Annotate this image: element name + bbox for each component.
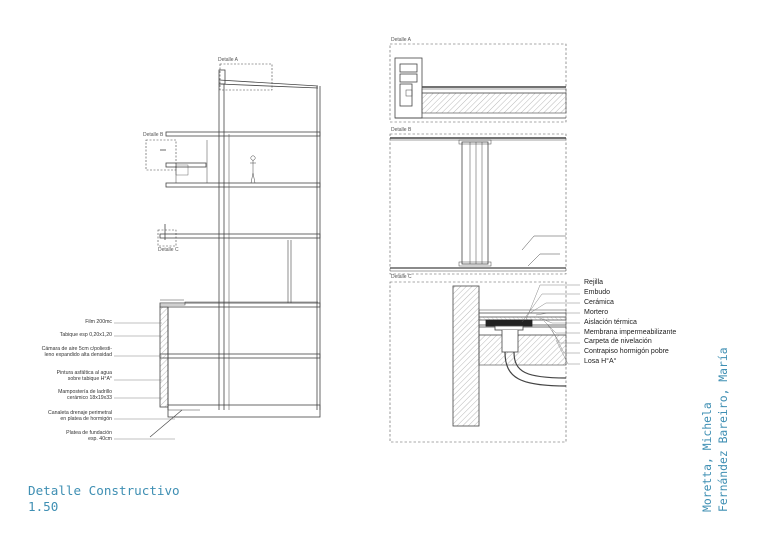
section-label-platea-line-2: esp. 40cm [88, 436, 112, 443]
section-label-mamposteria-line-2: cerámico 18x19x33 [67, 395, 112, 402]
legend-item-carpeta: Carpeta de nivelación [584, 338, 652, 346]
detail-c-callout [157, 229, 177, 247]
detail-c-label: Detalle C [391, 274, 412, 280]
drawing-title-line-1: Detalle Constructivo [28, 483, 180, 498]
section-label-camara-line-1: Cámara de aire 5cm c/poliesti- [41, 346, 112, 352]
detail-c [389, 281, 580, 443]
legend-item-membrana: Membrana impermeabilizante [584, 328, 677, 336]
legend-item-aislacion: Aislación térmica [584, 318, 637, 326]
section-label-tabique: Tabique esp 0,20x1,20 [59, 332, 112, 338]
building-section [114, 63, 321, 440]
label-leaders [114, 322, 175, 440]
section-label-pintura-line-1: Pintura asfáltica al agua [56, 370, 112, 376]
detail-b-label: Detalle B [391, 127, 412, 133]
drawing-title: Detalle Constructivo 1.50 [28, 483, 180, 515]
legend-item-contrapiso: Contrapiso hormigón pobre [584, 348, 669, 356]
section-label-mamposteria-line-1: Mampostería de ladrillo [58, 389, 112, 395]
detail-b [389, 133, 567, 275]
section-label-pintura: Pintura asfáltica al agua sobre tabique … [57, 370, 112, 383]
section-label-pintura-line-2: sobre tabique H°A° [67, 376, 112, 383]
drawing-scale: 1.50 [28, 499, 59, 514]
detail-a [389, 43, 567, 123]
section-label-platea-line-1: Platea de fundación [66, 430, 112, 436]
legend-item-losa: Losa H°A° [584, 358, 617, 366]
section-label-canaleta: Canaleta drenaje perimetral en platea de… [48, 410, 112, 423]
section-label-canaleta-line-2: en platea de hormigón [60, 416, 112, 423]
section-label-film: Film 200mc [85, 319, 112, 325]
detail-b-callout [145, 139, 177, 171]
legend-item-ceramica: Cerámica [584, 298, 614, 306]
detail-a-label: Detalle A [391, 37, 412, 43]
section-detail-a-tag: Detalle A [218, 57, 239, 63]
section-label-platea: Platea de fundación esp. 40cm [66, 430, 112, 443]
person-figure [250, 155, 256, 184]
legend-item-embudo: Embudo [584, 288, 611, 296]
section-label-canaleta-line-1: Canaleta drenaje perimetral [47, 410, 112, 416]
section-detail-c-tag: Detalle C [158, 247, 179, 253]
floor-slabs [159, 131, 321, 359]
detail-a-callout [219, 63, 273, 91]
authors-vertical: Moretta, Michela Fernández Bareiro, Marí… [700, 312, 731, 512]
detail-c-legend: Rejilla Embudo Cerámica Mortero Aislació… [584, 278, 676, 367]
section-label-mamposteria: Mampostería de ladrillo cerámico 18x19x3… [58, 389, 112, 402]
author-2: Fernández Bareiro, María [715, 347, 730, 512]
section-label-camara: Cámara de aire 5cm c/poliesti- leno expa… [42, 346, 112, 359]
legend-item-rejilla: Rejilla [584, 279, 604, 286]
section-detail-b-tag: Detalle B [143, 132, 164, 138]
detail-c-leaders [521, 284, 580, 365]
legend-item-mortero: Mortero [584, 308, 609, 316]
author-1: Moretta, Michela [700, 402, 714, 512]
section-label-camara-line-2: leno expandido alta densidad [44, 352, 113, 359]
